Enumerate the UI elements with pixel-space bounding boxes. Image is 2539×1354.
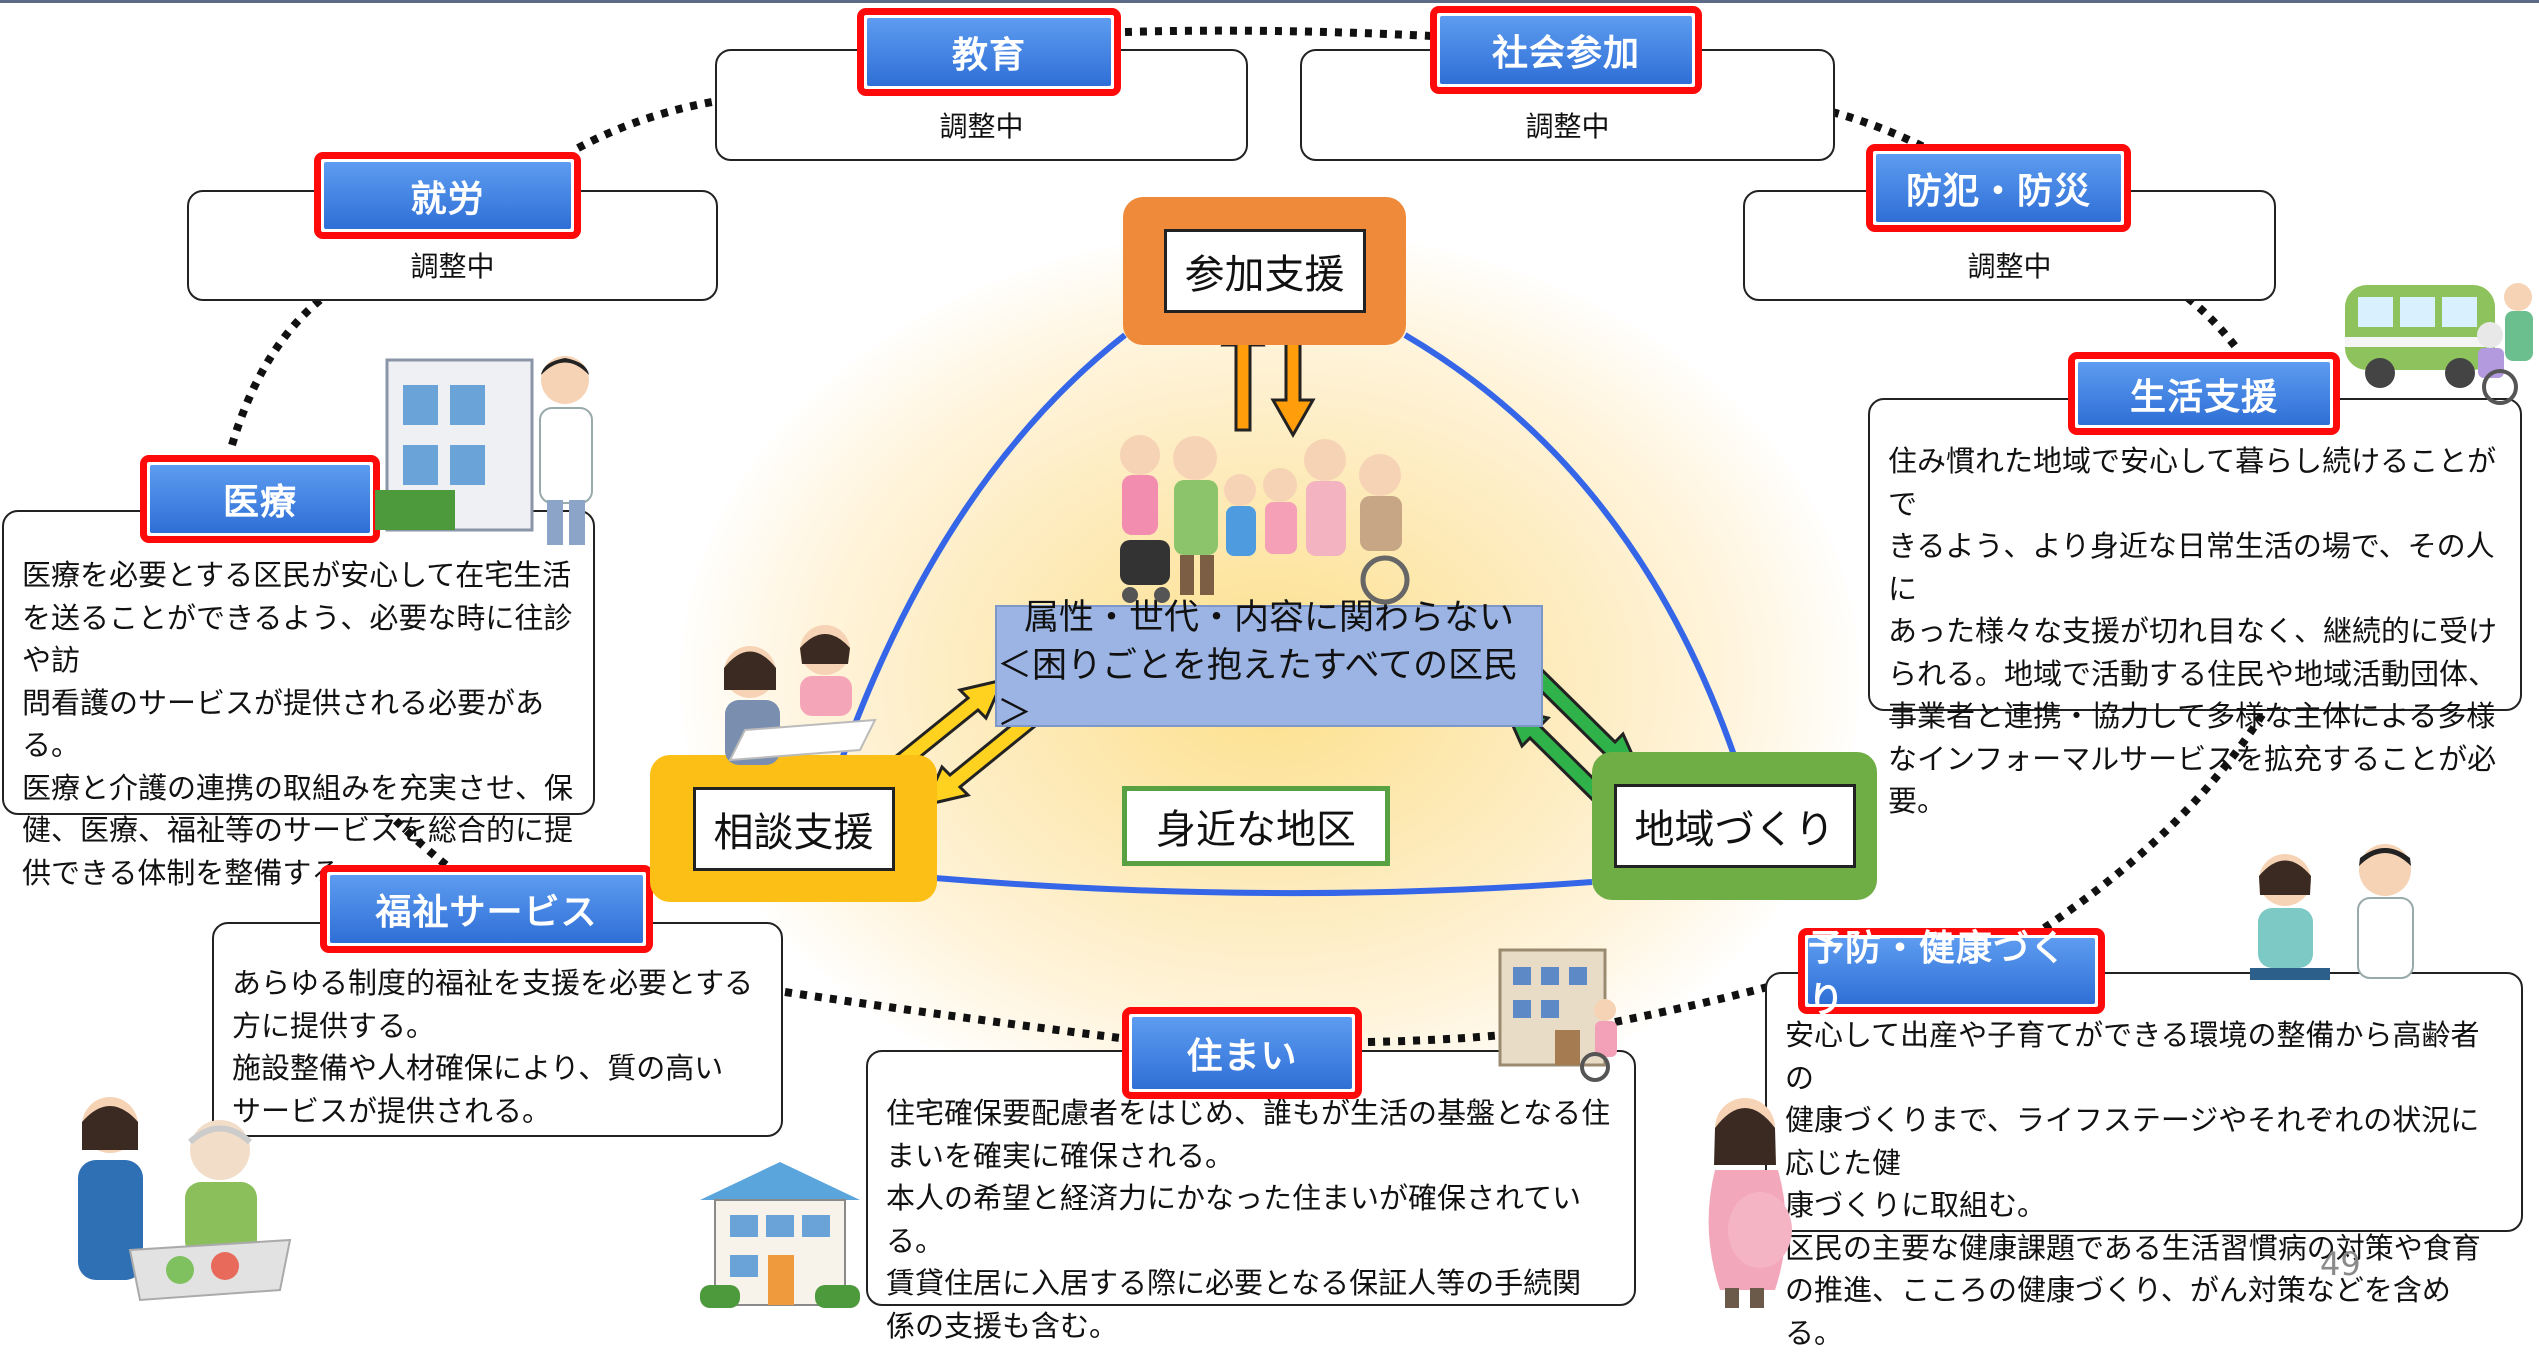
family-group-illustration (1120, 435, 1410, 605)
medical-line: 問看護のサービスが提供される必要がある。 (22, 685, 545, 763)
triangle-bottom-edge (934, 875, 1593, 897)
welfare-line: サービスが提供される。 (232, 1093, 552, 1128)
doctor-patient-illustration (2250, 844, 2414, 980)
employment-title: 就労 (324, 162, 571, 229)
triangle-left-edge (835, 332, 1127, 771)
consultation-support-box: 相談支援 (650, 755, 937, 902)
crime-body: 調整中 (1967, 250, 2052, 283)
medical-box: 医療を必要とする区民が安心して在宅生活 を送ることができるよう、必要な時に往診や… (2, 510, 595, 890)
crime-label: 防犯・防災 (1866, 144, 2131, 232)
triangle-right-edge (1403, 332, 1738, 759)
prevention-line: 安心して出産や子育てができる環境の整備から高齢者の (1785, 1018, 2480, 1095)
medical-title: 医療 (150, 465, 370, 533)
employment-body: 調整中 (410, 250, 495, 283)
prevention-line: 健康づくりまで、ライフステージやそれぞれの状況に応じた健 (1785, 1103, 2480, 1180)
bus-wheelchair-illustration (2345, 283, 2533, 405)
medical-line: 医療と介護の連携の取組みを充実させ、保 (22, 770, 574, 805)
community-building-label: 地域づくり (1613, 784, 1856, 868)
ring-segment-bottom-right (1367, 1028, 1531, 1046)
prevention-label: 予防・健康づくり (1798, 928, 2105, 1021)
welfare-label: 福祉サービス (320, 865, 653, 953)
prevention-line: の推進、こころの健康づくり、がん対策などを含める。 (1785, 1273, 2451, 1350)
housing-title: 住まい (1132, 1017, 1352, 1089)
welfare-line: 方に提供する。 (232, 1008, 436, 1043)
consultation-illustration (724, 625, 877, 765)
housing-label: 住まい (1122, 1007, 1362, 1099)
living-line: きるよう、より身近な日常生活の場で、その人に (1888, 529, 2495, 606)
welfare-line: あらゆる制度的福祉を支援を必要とする (232, 966, 754, 1000)
all-residents-line1: 属性・世代・内容に関わらない (1023, 598, 1514, 638)
living-line: あった様々な支援が切れ目なく、継続的に受け (1888, 614, 2498, 648)
all-residents-line2: ＜困りごとを抱えたすべての区民＞ (997, 646, 1519, 734)
page-number: 49 (2320, 1245, 2361, 1283)
local-area-box: 身近な地区 (1122, 786, 1390, 866)
clinic-doctor-illustration (375, 356, 593, 545)
ring-segment-top (1124, 26, 1433, 40)
community-building-box: 地域づくり (1592, 752, 1877, 900)
prevention-title: 予防・健康づくり (1808, 928, 2095, 1021)
consultation-support-label: 相談支援 (692, 786, 895, 871)
medical-line: 健、医療、福祉等のサービスを総合的に提 (22, 813, 574, 847)
medical-line: 医療を必要とする区民が安心して在宅生活 (22, 558, 572, 592)
prevention-line: 区民の主要な健康課題である生活習慣病の対策や食育 (1785, 1230, 2481, 1265)
ring-segment-right-upper (2185, 294, 2242, 353)
all-residents-box: 属性・世代・内容に関わらない ＜困りごとを抱えたすべての区民＞ (995, 598, 1543, 734)
living-title: 生活支援 (2078, 362, 2330, 425)
housing-line: 本人の希望と経済力にかなった住まいが確保されている。 (886, 1181, 1582, 1258)
welfare-box: あらゆる制度的福祉を支援を必要とする 方に提供する。 施設整備や人材確保により、… (212, 922, 783, 1137)
housing-line: まいを確実に確保される。 (886, 1138, 1235, 1173)
living-box: 住み慣れた地域で安心して暮らし続けることがで きるよう、より身近な日常生活の場で… (1868, 398, 2522, 818)
housing-line: 係の支援も含む。 (886, 1308, 1119, 1343)
employment-label: 就労 (314, 152, 581, 239)
medical-line: 供できる体制を整備する。 (22, 855, 370, 890)
apartment-wheelchair-illustration (1498, 948, 1617, 1082)
participation-support-label: 参加支援 (1163, 229, 1366, 313)
living-line: なインフォーマルサービスを拡充することが必要。 (1888, 741, 2497, 819)
prevention-box: 安心して出産や子育てができる環境の整備から高齢者の 健康づくりまで、ライフステー… (1765, 972, 2523, 1350)
living-line: 住み慣れた地域で安心して暮らし続けることがで (1888, 444, 2497, 521)
ring-segment-bottom-right-2 (1614, 981, 1777, 1026)
social-box: 調整中 (1300, 49, 1835, 161)
social-label: 社会参加 (1430, 6, 1702, 94)
living-label: 生活支援 (2068, 352, 2340, 435)
welfare-title: 福祉サービス (330, 875, 643, 943)
prevention-line: 康づくりに取組む。 (1785, 1188, 2047, 1222)
top-border-line (0, 0, 2539, 3)
ring-segment-top-left (576, 98, 713, 152)
social-body: 調整中 (1525, 110, 1610, 143)
pregnant-woman-illustration (1708, 1098, 1792, 1308)
housing-line: 住宅確保要配慮者をはじめ、誰もが生活の基盤となる住 (886, 1096, 1611, 1130)
house-illustration (700, 1162, 860, 1308)
caregiver-elderly-illustration (78, 1097, 292, 1302)
education-title: 教育 (867, 18, 1111, 86)
education-label: 教育 (857, 8, 1121, 96)
social-title: 社会参加 (1440, 16, 1692, 84)
participation-support-box: 参加支援 (1123, 197, 1406, 345)
medical-label: 医療 (140, 455, 380, 543)
housing-line: 賃貸住居に入居する際に必要となる保証人等の手続関 (886, 1266, 1582, 1300)
medical-line: を送ることができるよう、必要な時に往診や訪 (22, 600, 573, 678)
local-area-label: 身近な地区 (1156, 807, 1356, 853)
education-body: 調整中 (939, 110, 1024, 143)
welfare-line: 施設整備や人材確保により、質の高い (232, 1051, 724, 1085)
ring-segment-left-upper (228, 292, 328, 447)
ring-segment-left-lower (382, 807, 458, 876)
crime-title: 防犯・防災 (1876, 154, 2121, 222)
ring-segment-bottom-left (784, 988, 1121, 1042)
living-line: 事業者と連携・協力して多様な主体による多様 (1888, 699, 2496, 733)
living-line: られる。地域で活動する住民や地域活動団体、 (1888, 656, 2498, 691)
